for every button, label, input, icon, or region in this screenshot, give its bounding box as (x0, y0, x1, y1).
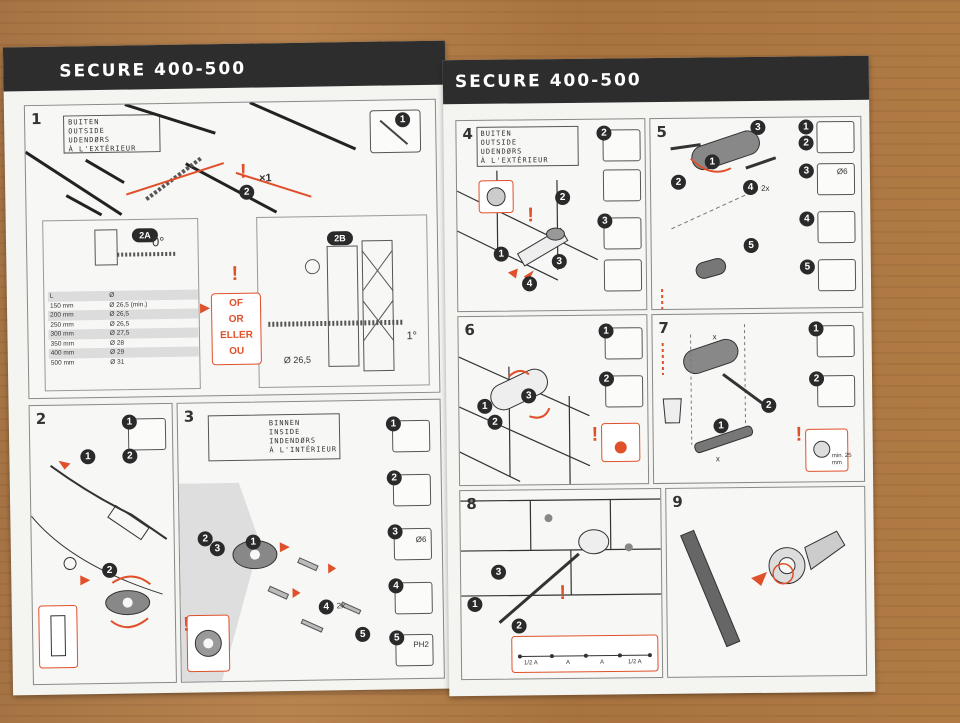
step-5-tool-1 (816, 120, 855, 154)
step-5-tool-badge-3: 3 (798, 163, 814, 179)
step-9-drawing (680, 529, 846, 648)
step-5-tool-badge-4: 4 (799, 211, 815, 227)
step-5-callout-4: 4 (742, 179, 759, 196)
step-7-callout-2: 2 (761, 397, 777, 413)
step-6-panel: 6 1 2 3 1 2 ! (457, 314, 650, 487)
step-7-dim-label-bottom: x (715, 454, 720, 464)
step-5-tool-5 (817, 258, 857, 292)
drill-diameter-label: Ø 26,5 (283, 354, 311, 366)
step-3-drill-label: Ø6 (415, 534, 427, 545)
step-4-callout-4: 4 (521, 276, 538, 292)
step-5-callout-5: 5 (743, 237, 759, 254)
or-warning-icon: ! (231, 262, 239, 285)
step-7-warning-icon: ! (795, 423, 803, 446)
step-4-warning-icon: ! (527, 204, 535, 227)
step-6-warning-icon: ! (591, 423, 599, 446)
step-5-tool-badge-2: 2 (798, 135, 814, 151)
option-2b-badge: 2B (326, 231, 354, 246)
angle-one-label: 1° (406, 330, 418, 343)
step-4-tool-badge-3: 3 (597, 213, 613, 229)
step-5-callout-1: 1 (704, 154, 720, 170)
measure-label-a-1: A (565, 659, 571, 666)
step-3-tool-badge-5: 5 (389, 630, 405, 646)
step-5-tool-4 (817, 210, 856, 244)
step-6-callout-3: 3 (521, 388, 537, 404)
step-7-drawing (661, 324, 849, 472)
step-4-drawing (456, 170, 599, 283)
step-5-panel: 5 1 2 3 4 2x 5 1 2 3 Ø6 4 5 (649, 115, 864, 311)
step-7-tool-badge-2: 2 (808, 371, 825, 387)
step-2-detail-badge-2: 2 (122, 448, 138, 464)
step-8-panel: 8 1 2 3 ! 1/2 A A A (459, 487, 664, 681)
step-8-callout-3: 3 (490, 564, 507, 580)
step-5-drill-label: Ø6 (836, 167, 848, 177)
step-9-panel: 9 (665, 485, 868, 678)
angle-zero-label: 0° (151, 233, 165, 250)
step-8-drawing (460, 498, 662, 674)
step-4-callout-2: 2 (555, 189, 571, 206)
times-one-label: ×1 (258, 172, 272, 185)
step-5-tool-badge-5: 5 (799, 259, 815, 275)
step-6-callout-1: 1 (477, 398, 493, 414)
step-8-warning-icon: ! (559, 581, 567, 605)
step-7-tool-badge-1: 1 (808, 321, 824, 337)
step-4-callout-1: 1 (493, 246, 509, 262)
step-6-tool-badge-1: 1 (598, 323, 614, 339)
step-8-callout-1: 1 (467, 596, 483, 613)
step-7-dim-label-top: x (712, 332, 717, 342)
step-3-warning-icon: ! (182, 613, 190, 636)
step-4-callout-3: 3 (551, 253, 567, 270)
step-7-panel: 7 x x 1 2 1 2 ! min. 25 mm (651, 311, 866, 485)
step-6-callout-2: 2 (487, 414, 503, 430)
warning-icon: ! (239, 160, 247, 183)
measure-label-a-2: A (599, 659, 605, 666)
left-page-header: SECURE 400-500 (2, 40, 446, 92)
right-page-header: SECURE 400-500 (442, 55, 870, 105)
left-page-title: SECURE 400-500 (59, 58, 247, 82)
step-4-tool-4 (603, 259, 643, 292)
step-7-min-label: min. 25 mm (831, 452, 852, 467)
right-page-title: SECURE 400-500 (454, 70, 642, 93)
step-6-tool-badge-2: 2 (598, 371, 615, 387)
step-5-callout-2: 2 (670, 174, 687, 190)
step-7-callout-1: 1 (713, 418, 729, 434)
step-3-bit-label: PH2 (413, 639, 429, 650)
step-4-tool-badge-2: 2 (596, 125, 612, 141)
step-6-drawing (458, 356, 641, 484)
step-4-tool-2 (602, 169, 642, 202)
step-5-qty: 2x (760, 183, 770, 193)
measure-label-half-a-right: 1/2 A (627, 659, 642, 666)
measure-label-half-a-left: 1/2 A (523, 660, 538, 667)
step-8-callout-2: 2 (511, 618, 527, 634)
step-5-callout-3: 3 (750, 119, 766, 136)
step-2-panel: 2 1 2 1 2 (28, 402, 177, 686)
step-3-qty: 2x (336, 601, 346, 611)
step-5-tool-badge-1: 1 (798, 119, 814, 135)
step-2-drawing (30, 460, 168, 669)
